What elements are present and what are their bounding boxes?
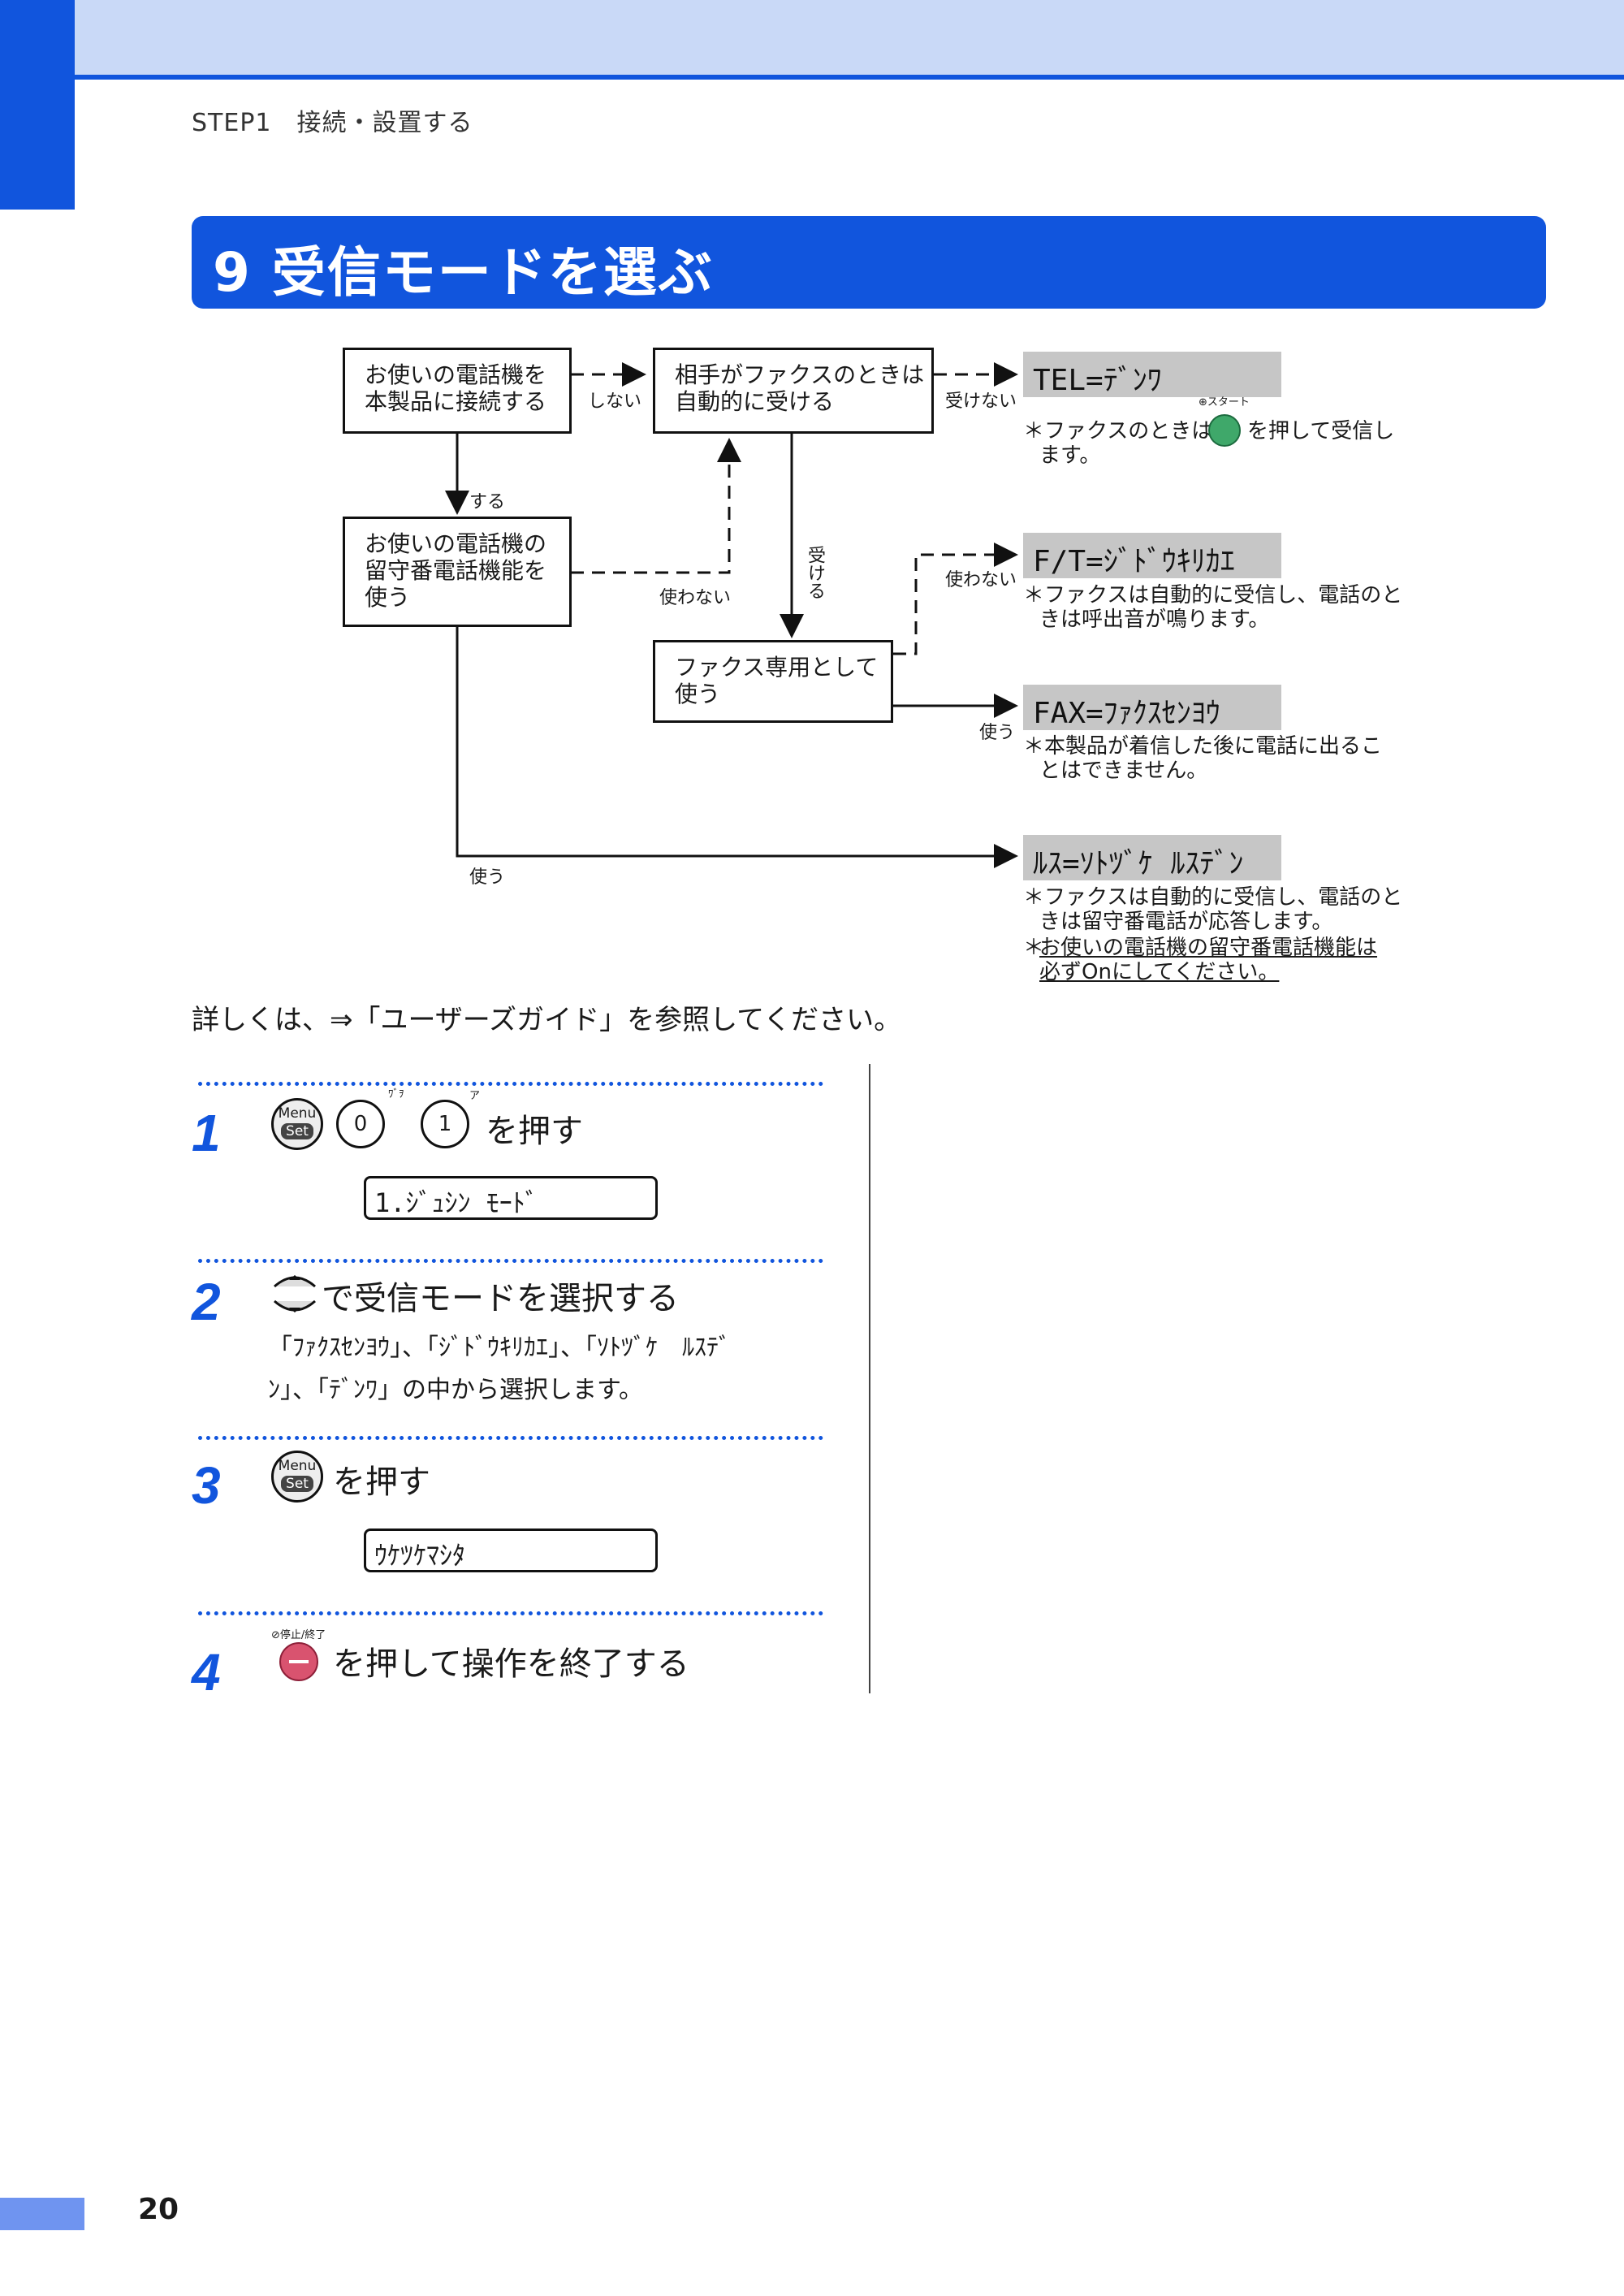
lcd-display: ｳｹﾂｹﾏｼﾀ [364, 1529, 658, 1572]
mode-tel: TEL=ﾃﾞﾝﾜ [1023, 352, 1281, 397]
label-tsukawanai-1: 使わない [659, 588, 732, 608]
step-description-line: ﾝ」、「ﾃﾞﾝﾜ」の中から選択します。 [268, 1376, 643, 1404]
menu-set-key-icon: Menu Set [271, 1451, 323, 1503]
mode-rusu-note-3: ＊ [1023, 936, 1045, 960]
flow-box-answering-machine: お使いの電話機の 留守番電話機能を 使う [343, 517, 572, 627]
top-band [0, 0, 1624, 80]
label-uketsukenai: 受けない [945, 391, 1017, 412]
menu-key-label: Menu [278, 1105, 317, 1122]
flow-box-line: 使う [675, 681, 721, 707]
start-key-icon [1208, 414, 1241, 447]
mode-tel-note-2: を押して受信し [1247, 419, 1395, 443]
flow-box-line: お使いの電話機の [365, 530, 547, 557]
stop-key-label: ⊘停止/終了 [271, 1629, 326, 1641]
mode-ft: F/T=ｼﾞﾄﾞｳｷﾘｶｴ [1023, 533, 1281, 578]
key-1-sub: ア [469, 1090, 481, 1102]
blue-side-tab [0, 0, 75, 210]
flow-box-line: ファクス専用として [675, 654, 879, 681]
mode-tel-note-1: ＊ファクスのときは [1023, 419, 1213, 443]
key-1-icon: 1 [421, 1100, 469, 1148]
stop-key-icon [279, 1642, 318, 1681]
mode-ft-note-2: きは呼出音が鳴ります。 [1039, 608, 1270, 632]
mode-tel-note-3: ます。 [1039, 443, 1101, 468]
up-down-arrow-keys-icon [274, 1275, 316, 1312]
flow-box-line: 使う [365, 584, 411, 611]
label-tsukawanai-2: 使わない [945, 570, 1017, 590]
step-number: 2 [192, 1273, 221, 1331]
flow-box-fax-only: ファクス専用として 使う [653, 640, 893, 723]
column-divider [869, 1064, 870, 1693]
set-key-label: Set [281, 1123, 313, 1139]
step-number: 1 [192, 1104, 221, 1162]
mode-fax-note-1: ＊本製品が着信した後に電話に出るこ [1023, 734, 1383, 759]
flow-box-auto-receive: 相手がファクスのときは 自動的に受ける [653, 348, 934, 434]
step-text: を押す [333, 1464, 430, 1501]
breadcrumb: STEP1 接続・設置する [192, 109, 473, 137]
label-suru: する [469, 492, 506, 512]
label-ukeru: 受ける [805, 546, 825, 599]
step-divider [198, 1259, 823, 1263]
flow-box-line: 自動的に受ける [675, 388, 835, 415]
mode-rusu: ﾙｽ=ｿﾄﾂﾞｹ ﾙｽﾃﾞﾝ [1023, 835, 1281, 880]
mode-fax-note-2: とはできません。 [1039, 759, 1208, 783]
page-number: 20 [138, 2193, 179, 2226]
mode-rusu-note-2: きは留守番電話が応答します。 [1039, 910, 1333, 934]
label-tsukau-2: 使う [469, 867, 506, 888]
step-text: を押して操作を終了する [333, 1645, 689, 1683]
mode-ft-note-1: ＊ファクスは自動的に受信し、電話のと [1023, 583, 1403, 608]
label-tsukau-1: 使う [979, 723, 1016, 743]
menu-set-key-icon: Menu Set [271, 1098, 323, 1150]
lcd-display: 1.ｼﾞｭｼﾝ ﾓｰﾄﾞ [364, 1176, 658, 1220]
flow-box-line: お使いの電話機を [365, 361, 547, 388]
step-description-line: 「ﾌｧｸｽｾﾝﾖｳ」、「ｼﾞﾄﾞｳｷﾘｶｴ」、「ｿﾄﾂﾞｹ ﾙｽﾃﾞ [268, 1334, 731, 1362]
footer-tab [0, 2198, 84, 2230]
flow-box-line: 相手がファクスのときは [675, 361, 925, 388]
step-divider [198, 1611, 823, 1615]
stop-key-label-text: 停止/終了 [279, 1629, 326, 1641]
flow-box-line: 本製品に接続する [365, 388, 547, 415]
step-description: 「ﾌｧｸｽｾﾝﾖｳ」、「ｼﾞﾄﾞｳｷﾘｶｴ」、「ｿﾄﾂﾞｹ ﾙｽﾃﾞ ﾝ」、「ﾃ… [268, 1327, 731, 1412]
key-0-sub: ﾜﾞｦ [388, 1088, 404, 1100]
section-title: 9 受信モードを選ぶ [213, 241, 714, 304]
flow-box-line: 留守番電話機能を [365, 557, 547, 584]
key-0-icon: 0 [336, 1100, 385, 1148]
step-divider [198, 1082, 823, 1086]
step-number: 4 [192, 1643, 221, 1701]
mode-fax: FAX=ﾌｧｸｽｾﾝﾖｳ [1023, 685, 1281, 730]
mode-rusu-note-4: お使いの電話機の留守番電話機能は [1039, 936, 1378, 960]
step-divider [198, 1436, 823, 1440]
step-number: 3 [192, 1456, 221, 1515]
mode-rusu-note-1: ＊ファクスは自動的に受信し、電話のと [1023, 885, 1403, 910]
step-text: で受信モードを選択する [322, 1280, 679, 1317]
detail-reference: 詳しくは、⇒「ユーザーズガイド」を参照してください。 [192, 1004, 902, 1036]
set-key-label: Set [281, 1476, 313, 1492]
label-shinai: しない [588, 391, 642, 412]
start-key-label: ⊕スタート [1199, 396, 1250, 409]
flowchart-connectors [445, 362, 1018, 868]
mode-rusu-note-5: 必ずOnにしてください。 [1039, 960, 1280, 984]
start-key-label-text: スタート [1207, 396, 1250, 409]
step-text: を押す [486, 1113, 583, 1150]
flow-box-connect-phone: お使いの電話機を 本製品に接続する [343, 348, 572, 434]
menu-key-label: Menu [278, 1458, 317, 1474]
section-title-bar [192, 216, 1546, 309]
